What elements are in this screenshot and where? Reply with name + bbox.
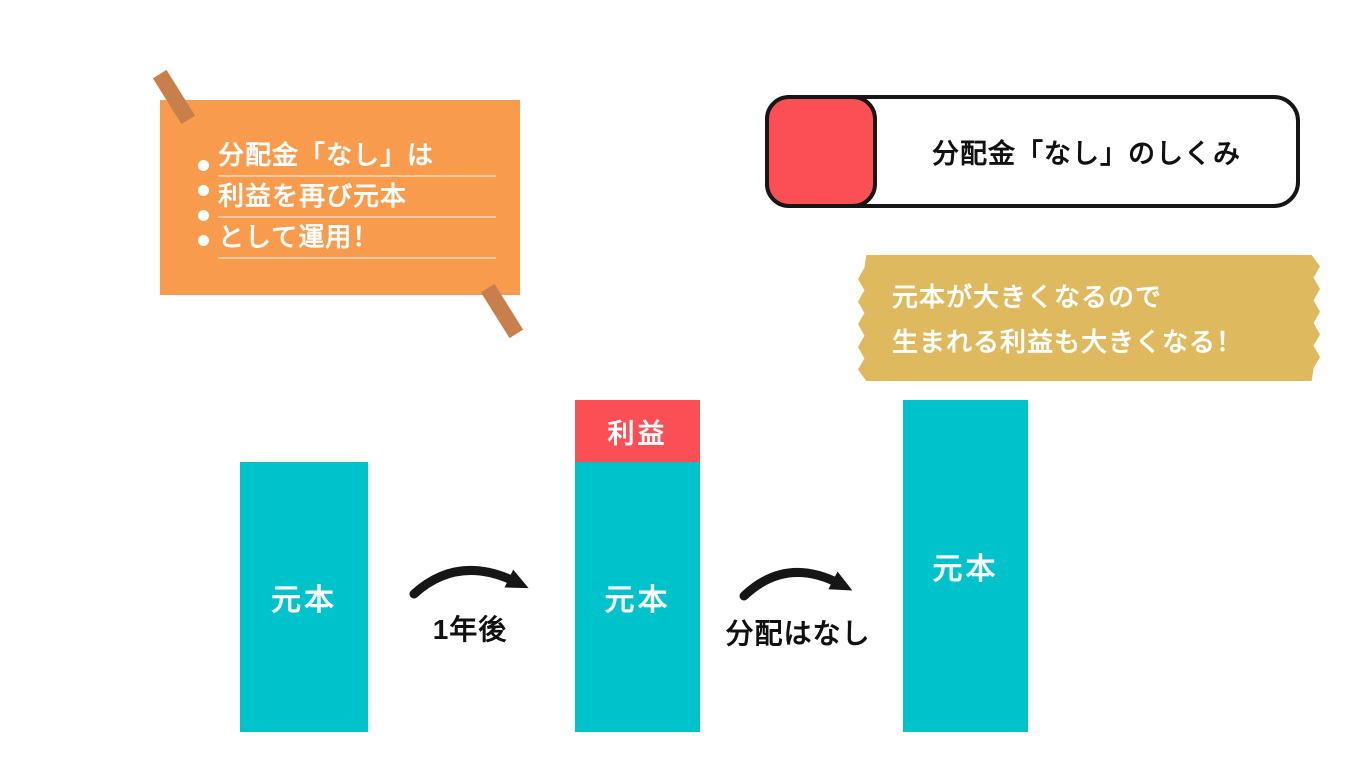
sticky-note: 分配金「なし」は 利益を再び元本 として運用！ [160,100,520,295]
bullet-dot-icon [198,160,209,171]
arrow-2-label: 分配はなし [725,618,871,649]
principal-bar-1-label: 元本 [271,584,337,617]
principal-bar-1: 元本 [240,462,368,732]
callout-line: 元本が大きくなるので [892,282,1163,312]
sticky-note-text: 分配金「なし」は 利益を再び元本 として運用！ [218,136,496,259]
diagram-title: 分配金「なし」のしくみ [931,139,1242,169]
callout-box: 元本が大きくなるので 生まれる利益も大きくなる！ [858,255,1320,381]
principal-bar-2-group: 利益 元本 [575,400,700,732]
principal-bar-3: 元本 [903,400,1028,732]
principal-bar-3-label: 元本 [932,553,999,586]
bullet-dot-icon [198,185,209,196]
arrow-1-label: 1年後 [432,614,508,645]
principal-bar-2: 元本 [575,462,700,732]
bullet-dot-icon [198,235,209,246]
principal-bar-2-label: 元本 [604,584,671,617]
bullet-dots-icon [198,160,209,246]
sticky-note-line: 利益を再び元本 [218,177,496,218]
profit-block: 利益 [575,400,700,462]
title-banner: 分配金「なし」のしくみ [765,95,1300,208]
sticky-note-line: として運用！ [218,218,496,259]
banner-accent [765,95,877,208]
bullet-dot-icon [198,210,209,221]
arrow-right-icon [739,568,853,601]
profit-label: 利益 [607,418,668,449]
callout-line: 生まれる利益も大きくなる！ [892,327,1244,357]
arrow-right-icon [409,566,529,599]
sticky-note-line: 分配金「なし」は [218,136,496,177]
